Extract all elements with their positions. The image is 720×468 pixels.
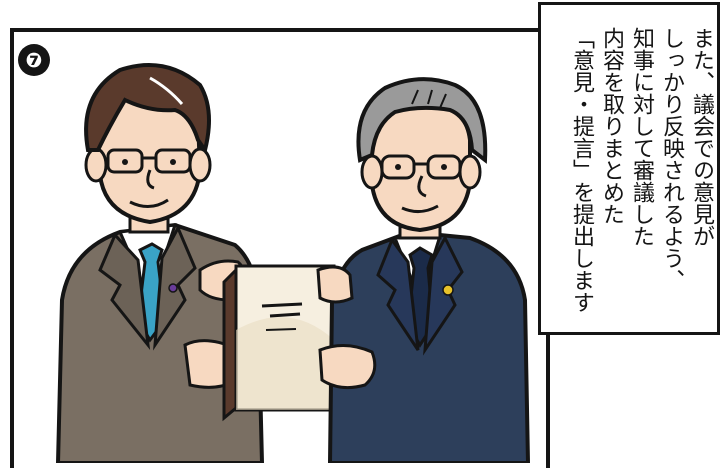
right-man-hair bbox=[356, 77, 488, 164]
right-man bbox=[316, 77, 531, 463]
left-man-pin bbox=[168, 283, 178, 293]
caption-line: 知事に対して審議した bbox=[629, 27, 654, 247]
right-man-glasses bbox=[380, 154, 462, 180]
caption-line: 「意見・提言」を提出します bbox=[569, 27, 594, 313]
panel-number-badge: ❼ bbox=[18, 44, 50, 76]
caption-line: 内容を取りまとめた bbox=[599, 27, 624, 225]
left-man-hair bbox=[84, 63, 211, 155]
caption-line: しっかり反映されるよう、 bbox=[659, 27, 684, 291]
right-man-hand-top bbox=[316, 265, 354, 304]
right-man-hand-bottom bbox=[318, 344, 377, 390]
caption-line: また、議会での意見が bbox=[689, 27, 714, 247]
left-man-lapel-left bbox=[98, 232, 151, 351]
caption-box: また、議会での意見が しっかり反映されるよう、 知事に対して審議した 内容を取り… bbox=[538, 2, 720, 335]
left-man-glasses bbox=[106, 148, 192, 174]
right-man-pin bbox=[442, 284, 454, 296]
document bbox=[222, 264, 336, 422]
